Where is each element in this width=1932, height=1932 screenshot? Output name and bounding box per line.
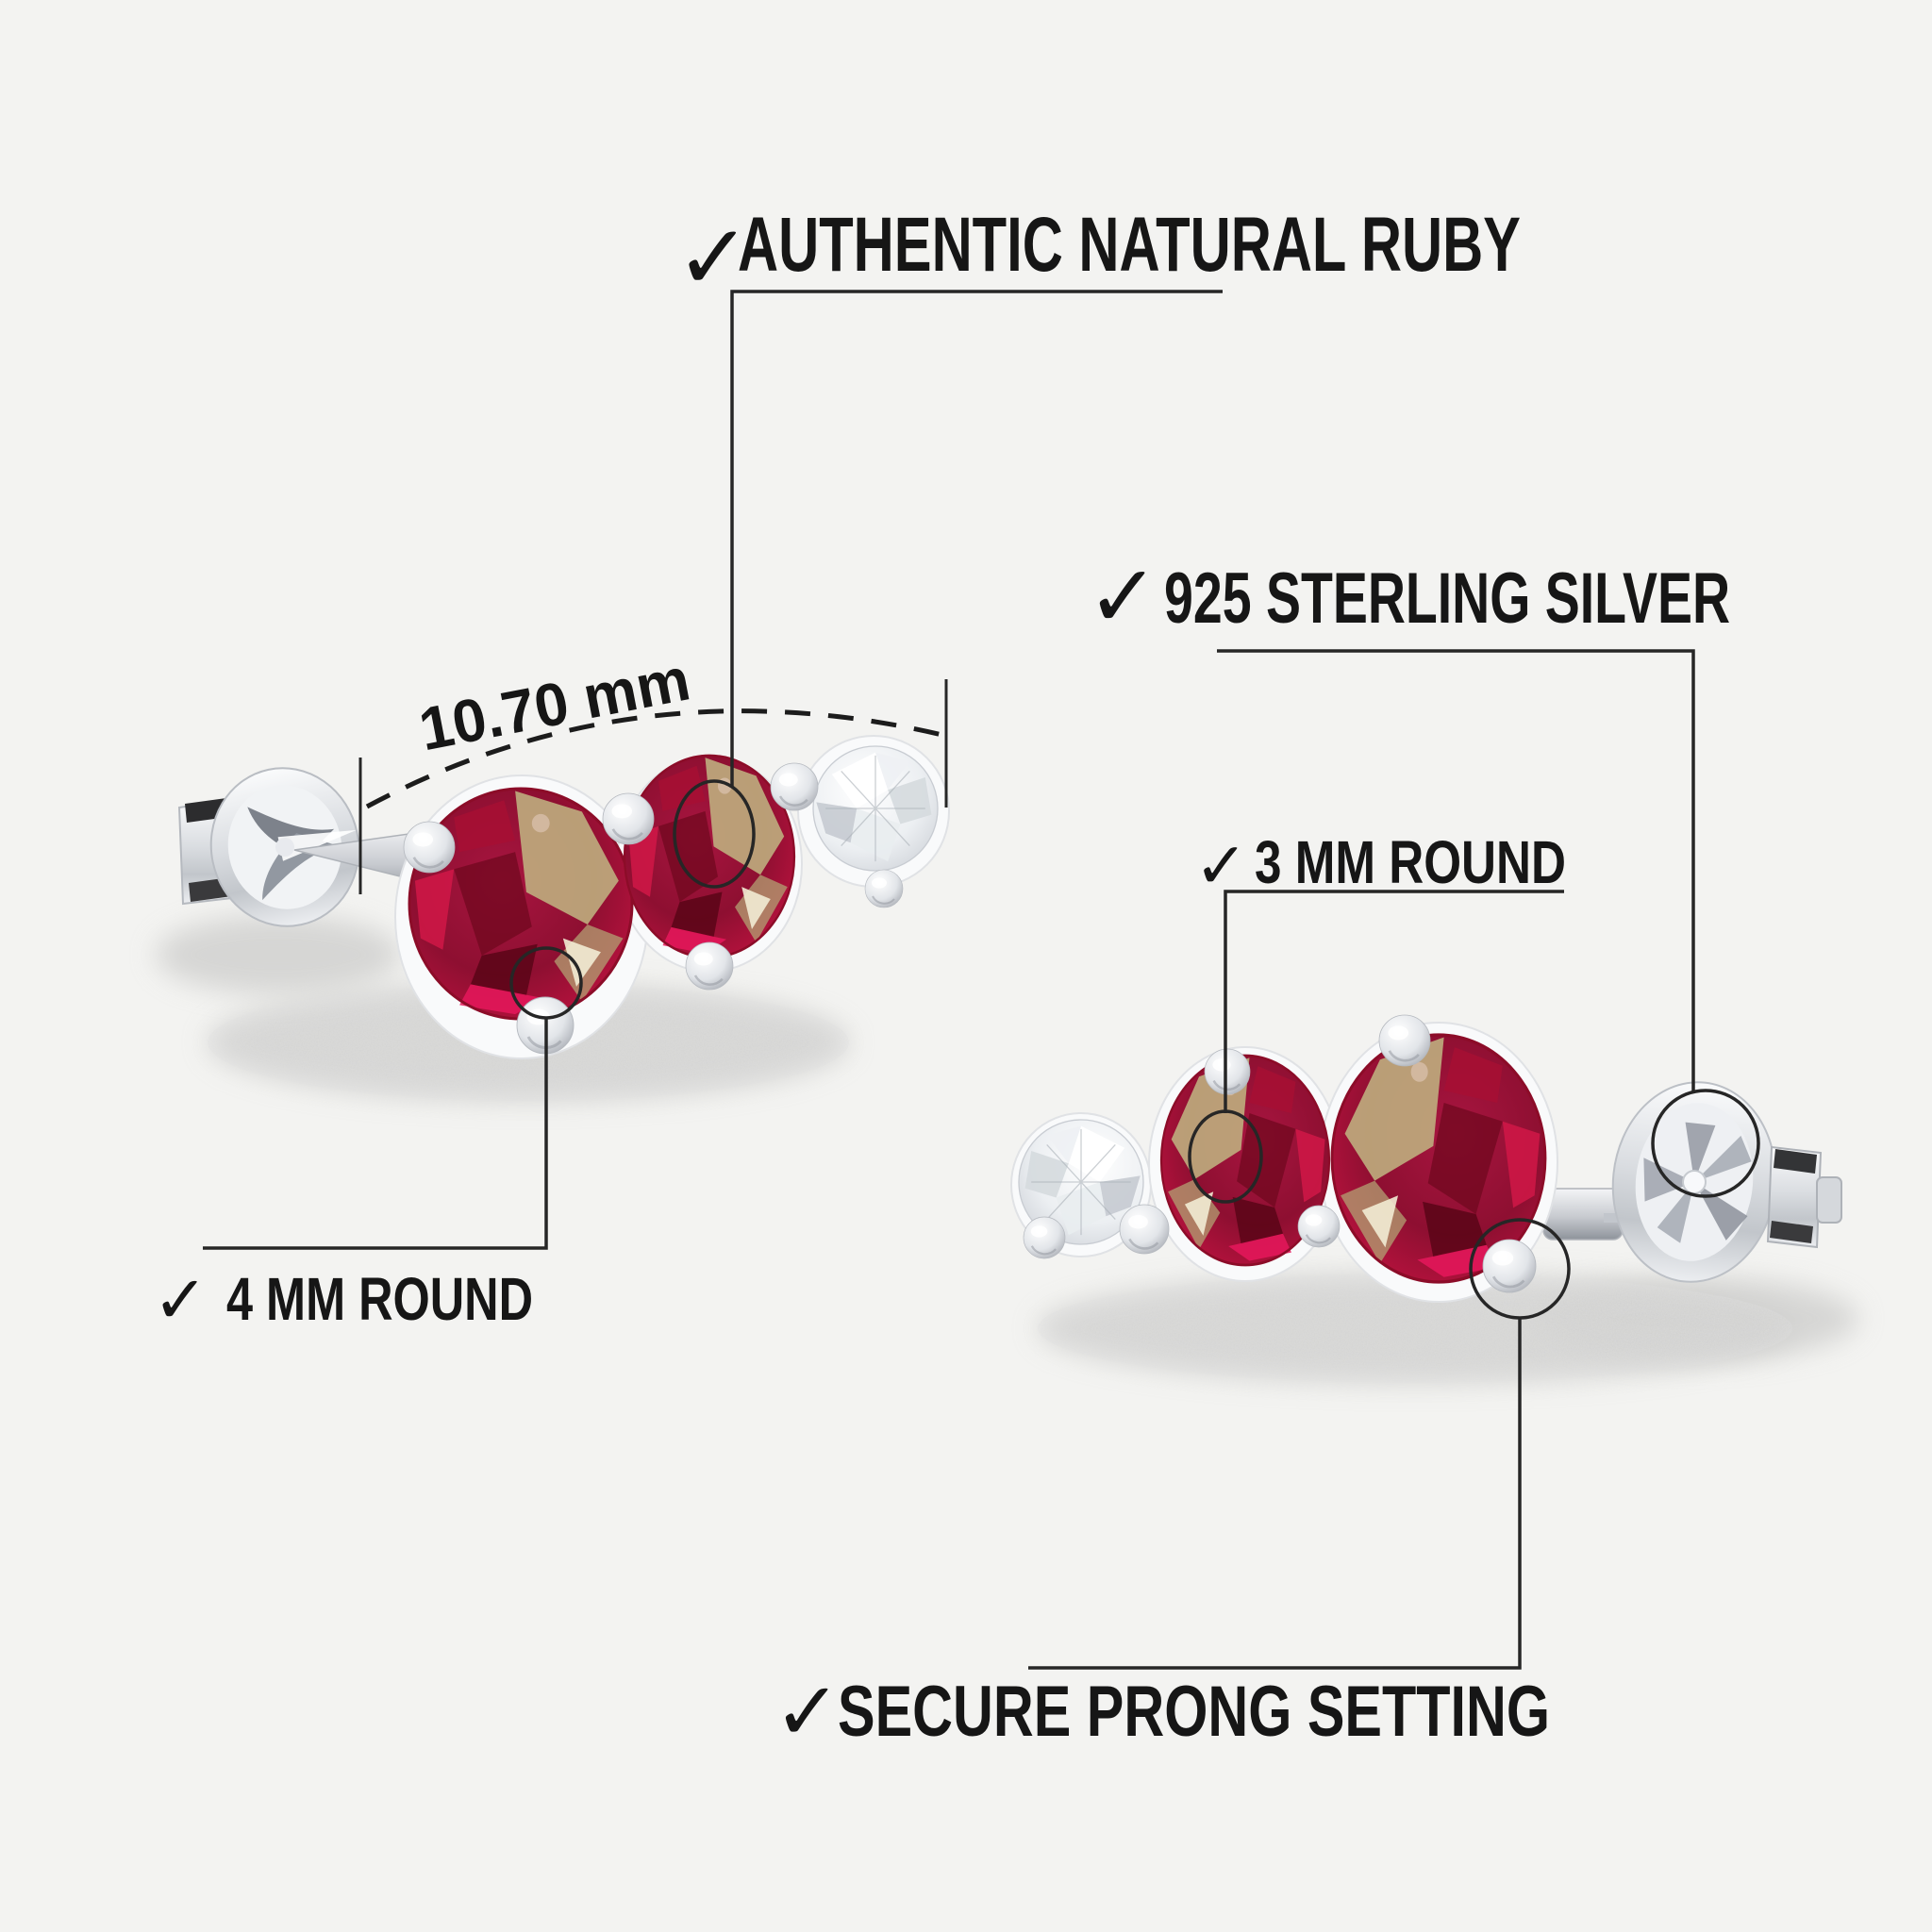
check-icon: ✓ xyxy=(675,208,751,308)
right-earring-shadow xyxy=(1038,1274,1858,1383)
highlight-circle-sterling xyxy=(1651,1089,1760,1198)
highlight-ellipse-authentic xyxy=(673,779,756,889)
highlight-circle-4mm xyxy=(509,946,583,1020)
callout-line-3mm xyxy=(1224,890,1564,1113)
check-icon: ✓ xyxy=(774,1667,841,1757)
left-earring-illustration xyxy=(177,735,950,1059)
callout-sterling: ✓ 925 STERLING SILVER xyxy=(1087,549,1760,1198)
label-secure-prong-setting: SECURE PRONG SETTING xyxy=(838,1672,1550,1752)
label-925-sterling-silver: 925 STERLING SILVER xyxy=(1164,558,1730,639)
callout-line-authentic xyxy=(730,290,1223,788)
measurement-value: 10.70 mm xyxy=(414,644,695,763)
callout-line-4mm xyxy=(203,1019,548,1250)
label-4-mm-round: 4 MM ROUND xyxy=(226,1265,533,1333)
left-diamond xyxy=(812,745,939,872)
label-3-mm-round: 3 MM ROUND xyxy=(1255,828,1566,896)
callout-line-prong xyxy=(1028,1319,1522,1670)
callout-prong: ✓ SECURE PRONG SETTING xyxy=(774,1218,1571,1757)
left-ruby-small xyxy=(623,754,796,959)
left-ruby-large xyxy=(408,787,634,1021)
right-butterfly-clutch xyxy=(1602,1073,1787,1291)
check-icon: ✓ xyxy=(153,1263,208,1337)
highlight-circle-prong xyxy=(1469,1218,1571,1320)
callout-4mm: ✓ 4 MM ROUND xyxy=(153,946,583,1337)
highlight-ellipse-3mm xyxy=(1188,1109,1263,1204)
label-authentic-natural-ruby: AUTHENTIC NATURAL RUBY xyxy=(738,202,1521,288)
right-clutch-box xyxy=(1766,1145,1842,1249)
callout-line-sterling xyxy=(1217,649,1695,1091)
check-icon: ✓ xyxy=(1194,830,1248,902)
right-earring-illustration xyxy=(1010,1013,1842,1303)
check-icon: ✓ xyxy=(1087,549,1159,645)
callout-authentic: ✓ AUTHENTIC NATURAL RUBY xyxy=(673,202,1521,889)
callout-3mm: ✓ 3 MM ROUND xyxy=(1188,828,1566,1204)
